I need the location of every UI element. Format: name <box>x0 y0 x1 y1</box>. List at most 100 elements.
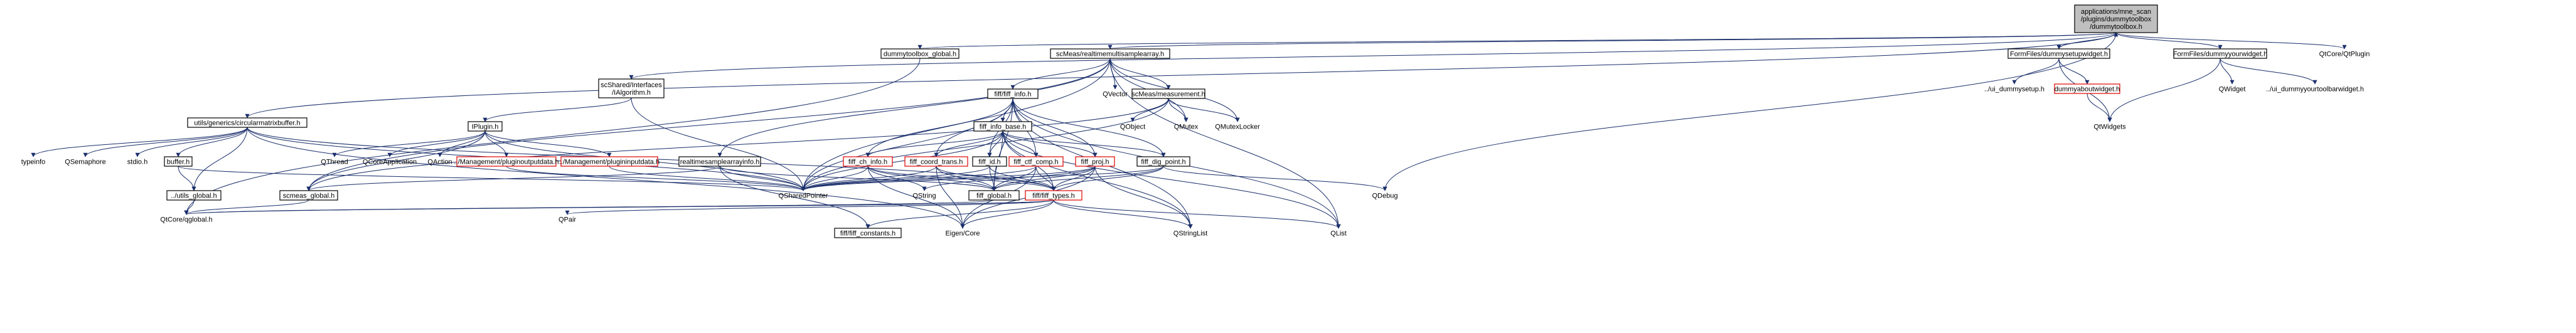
node-typeinfo: typeinfo <box>21 159 46 166</box>
node-yourw[interactable]: FormFiles/dummyyourwidget.h <box>2173 48 2267 59</box>
node-root[interactable]: applications/mne_scan/plugins/dummytoolb… <box>2074 4 2158 33</box>
node-label: QPair <box>558 216 576 224</box>
node-dtg[interactable]: dummytoolbox_global.h <box>880 48 959 59</box>
edge-fiffinfo-to-digpoint <box>1012 98 1166 157</box>
node-box <box>187 117 307 128</box>
node-qtcoreglobal: QtCore/qglobal.h <box>160 216 212 224</box>
node-qshared: QSharedPointer <box>779 193 828 200</box>
node-iplugin[interactable]: IPlugin.h <box>468 121 503 132</box>
edge-yourw-to-uiyour <box>2220 58 2317 85</box>
edge-scmeas-to-fiffinfo <box>1010 58 1111 90</box>
node-coordtrans[interactable]: fiff_coord_trans.h <box>904 156 968 167</box>
edge-scmeas-to-scmeasglobal <box>306 58 1111 191</box>
node-label: QtWidgets <box>2093 124 2126 131</box>
node-measurement[interactable]: scMeas/measurement.h <box>1131 88 1205 99</box>
node-digpoint[interactable]: fiff_dig_point.h <box>1136 156 1190 167</box>
node-fiffconst[interactable]: fiff/fiff_constants.h <box>834 228 902 238</box>
node-fiffglobal[interactable]: fiff_global.h <box>968 190 1020 201</box>
node-qdebug: QDebug <box>1372 193 1398 200</box>
node-label: QDebug <box>1372 193 1398 200</box>
edge-fiffinfo-to-chinfo <box>865 98 1013 157</box>
edge-fifftypes-to-qlist <box>1053 199 1341 229</box>
node-box <box>456 156 557 167</box>
node-stdio: stdio.h <box>127 159 147 166</box>
node-label: QSharedPointer <box>779 193 828 200</box>
edge-fiffid-to-fifftypes <box>989 166 1056 191</box>
node-ialgo[interactable]: scShared/Interfaces/IAlgorithm.h <box>598 78 665 98</box>
node-qstringlist: QStringList <box>1173 230 1207 238</box>
node-chinfo[interactable]: fiff_ch_info.h <box>843 156 893 167</box>
node-label: ../Management/plugininputdata.h <box>559 159 660 166</box>
node-label: ../utils_global.h <box>171 193 216 200</box>
node-uisetup: ../ui_dummysetup.h <box>1984 86 2044 93</box>
node-qmutexlocker: QMutexLocker <box>1215 124 1260 131</box>
edge-iplugin-to-pluginin <box>484 130 612 157</box>
edge-root-to-qdebug <box>1382 32 2117 191</box>
edge-rtinfo-to-scmeasglobal <box>306 166 720 191</box>
node-fiffinfo[interactable]: fiff/fiff_info.h <box>987 88 1039 99</box>
node-label: QString <box>912 193 936 200</box>
node-label: fiff_info_base.h <box>980 124 1026 131</box>
node-box <box>1050 48 1170 59</box>
node-fiffid[interactable]: fiff_id.h <box>972 156 1007 167</box>
edge-ialgo-to-iplugin <box>483 97 632 122</box>
edge-root-to-ialgo <box>629 32 2117 80</box>
node-qaction: QAction <box>427 159 452 166</box>
node-label: applications/mne_scan/plugins/dummytoolb… <box>2081 8 2152 31</box>
edge-infobase-to-chinfo <box>865 130 1003 157</box>
node-box <box>166 190 222 201</box>
node-scmeas[interactable]: scMeas/realtimemultisamplearray.h <box>1050 48 1170 59</box>
node-box <box>904 156 968 167</box>
node-pluginin[interactable]: ../Management/plugininputdata.h <box>559 156 660 167</box>
node-label: dummyaboutwidget.h <box>2055 86 2120 93</box>
edge-rtinfo-to-fiffglobal <box>719 166 997 191</box>
node-box <box>843 156 893 167</box>
node-rtinfo[interactable]: realtimesamplearrayinfo.h <box>678 156 761 167</box>
node-utilsglobal[interactable]: ../utils_global.h <box>166 190 222 201</box>
node-scmeasglobal[interactable]: scmeas_global.h <box>279 190 338 201</box>
edge-ialgo-to-qshared <box>631 97 806 191</box>
edge-pluginout-to-qshared <box>506 166 806 191</box>
node-box <box>678 156 761 167</box>
node-label: fiff/fiff_constants.h <box>840 230 895 238</box>
edge-digpoint-to-qshared <box>801 166 1164 191</box>
edge-fiffproj-to-fiffglobal <box>991 166 1096 191</box>
node-label: IPlugin.h <box>472 124 499 131</box>
edge-circ-to-eigen <box>247 127 965 229</box>
node-label: QtCore/QtPlugin <box>2319 51 2370 58</box>
edge-measurement-to-scmeasglobal <box>306 98 1169 191</box>
node-fiffproj[interactable]: fiff_proj.h <box>1075 156 1115 167</box>
node-box <box>973 121 1032 132</box>
edge-fifftypes-to-qtcoreglobal <box>184 199 1054 215</box>
node-label: QMutexLocker <box>1215 124 1260 131</box>
edge-buffer-to-utilsglobal <box>178 166 196 191</box>
node-pluginout[interactable]: ../Management/pluginoutputdata.h <box>454 156 559 167</box>
node-circ[interactable]: utils/generics/circularmatrixbuffer.h <box>187 117 307 128</box>
edge-rtinfo-to-qshared <box>719 166 806 191</box>
node-box <box>880 48 959 59</box>
edge-chinfo-to-qshared <box>801 166 868 191</box>
node-setupw[interactable]: FormFiles/dummysetupwidget.h <box>2007 48 2110 59</box>
node-label: Eigen/Core <box>945 230 980 238</box>
node-buffer[interactable]: buffer.h <box>164 156 193 167</box>
node-infobase[interactable]: fiff_info_base.h <box>973 121 1032 132</box>
node-fifftypes[interactable]: fiff/fiff_types.h <box>1025 190 1082 201</box>
edge-rtinfo-to-fiffconst <box>719 166 870 229</box>
edge-yourw-to-qwidget <box>2220 58 2235 85</box>
edge-ctfcomp-to-qshared <box>801 166 1037 191</box>
edge-circ-to-stdio <box>135 127 248 157</box>
node-qmutex: QMutex <box>1174 124 1199 131</box>
node-box <box>1008 156 1064 167</box>
node-label: ../ui_dummysetup.h <box>1984 86 2044 93</box>
node-box <box>598 78 665 98</box>
node-box <box>987 88 1039 99</box>
edge-setupw-to-about <box>2058 58 2090 85</box>
edge-iplugin-to-qaction <box>437 130 486 157</box>
node-label: fiff_ch_info.h <box>848 159 887 166</box>
node-ctfcomp[interactable]: fiff_ctf_comp.h <box>1008 156 1064 167</box>
node-about[interactable]: dummyaboutwidget.h <box>2054 83 2120 94</box>
node-label: QWidget <box>2219 86 2246 93</box>
node-label: fiff_id.h <box>978 159 1000 166</box>
edge-digpoint-to-qdebug <box>1163 166 1387 191</box>
node-label: scShared/Interfaces/IAlgorithm.h <box>601 82 662 97</box>
